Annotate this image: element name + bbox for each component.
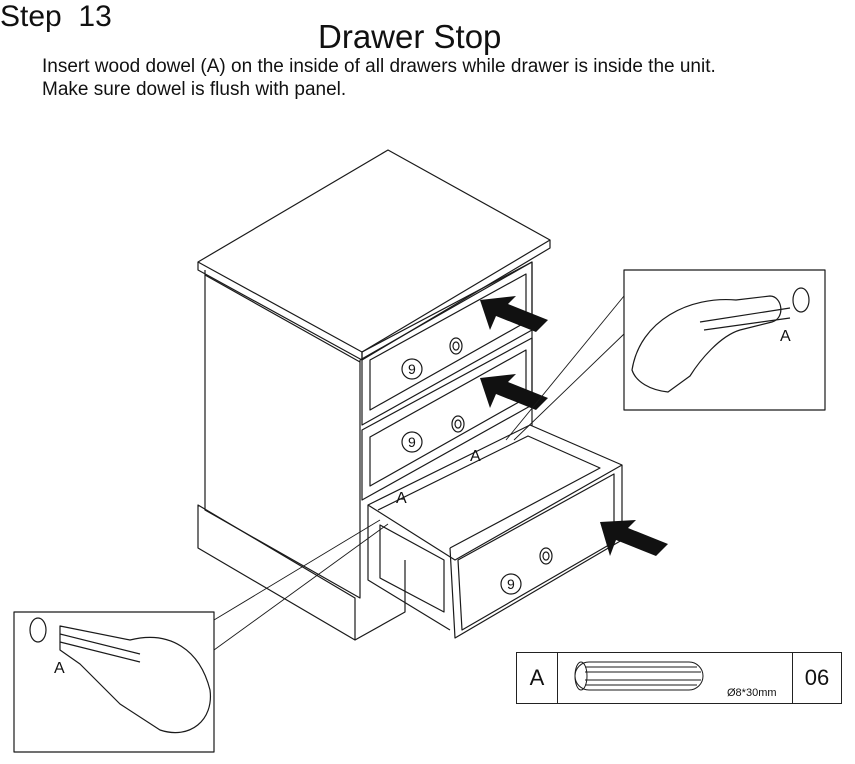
knob-icon	[449, 337, 553, 565]
knob-number-circle	[401, 358, 522, 595]
drawer-bottom-open	[367, 424, 623, 639]
parts-table: A Ø8*30mm 06	[516, 652, 842, 704]
part-label: A	[470, 448, 481, 465]
part-quantity: 06	[792, 653, 841, 703]
part-label: A	[780, 328, 791, 345]
cabinet-top	[197, 149, 551, 361]
detail-inset-top-right	[623, 269, 826, 411]
instruction-line: Insert wood dowel (A) on the inside of a…	[42, 56, 716, 77]
knob-number: 9	[408, 434, 416, 450]
instructions: Insert wood dowel (A) on the inside of a…	[42, 55, 716, 101]
part-letter: A	[517, 653, 558, 703]
instruction-line: Make sure dowel is flush with panel.	[42, 79, 347, 100]
knob-number: 9	[507, 576, 515, 592]
step-number: Step 13	[0, 0, 112, 33]
part-label: A	[396, 490, 407, 507]
page-title: Drawer Stop	[318, 18, 502, 55]
detail-inset-bottom-left	[13, 611, 215, 753]
push-arrow-icon	[480, 296, 668, 556]
dowel-size: Ø8*30mm	[727, 687, 777, 699]
dowel-icon	[574, 661, 704, 691]
knob-number: 9	[408, 361, 416, 377]
part-label: A	[54, 660, 65, 677]
leader-line	[213, 295, 625, 651]
